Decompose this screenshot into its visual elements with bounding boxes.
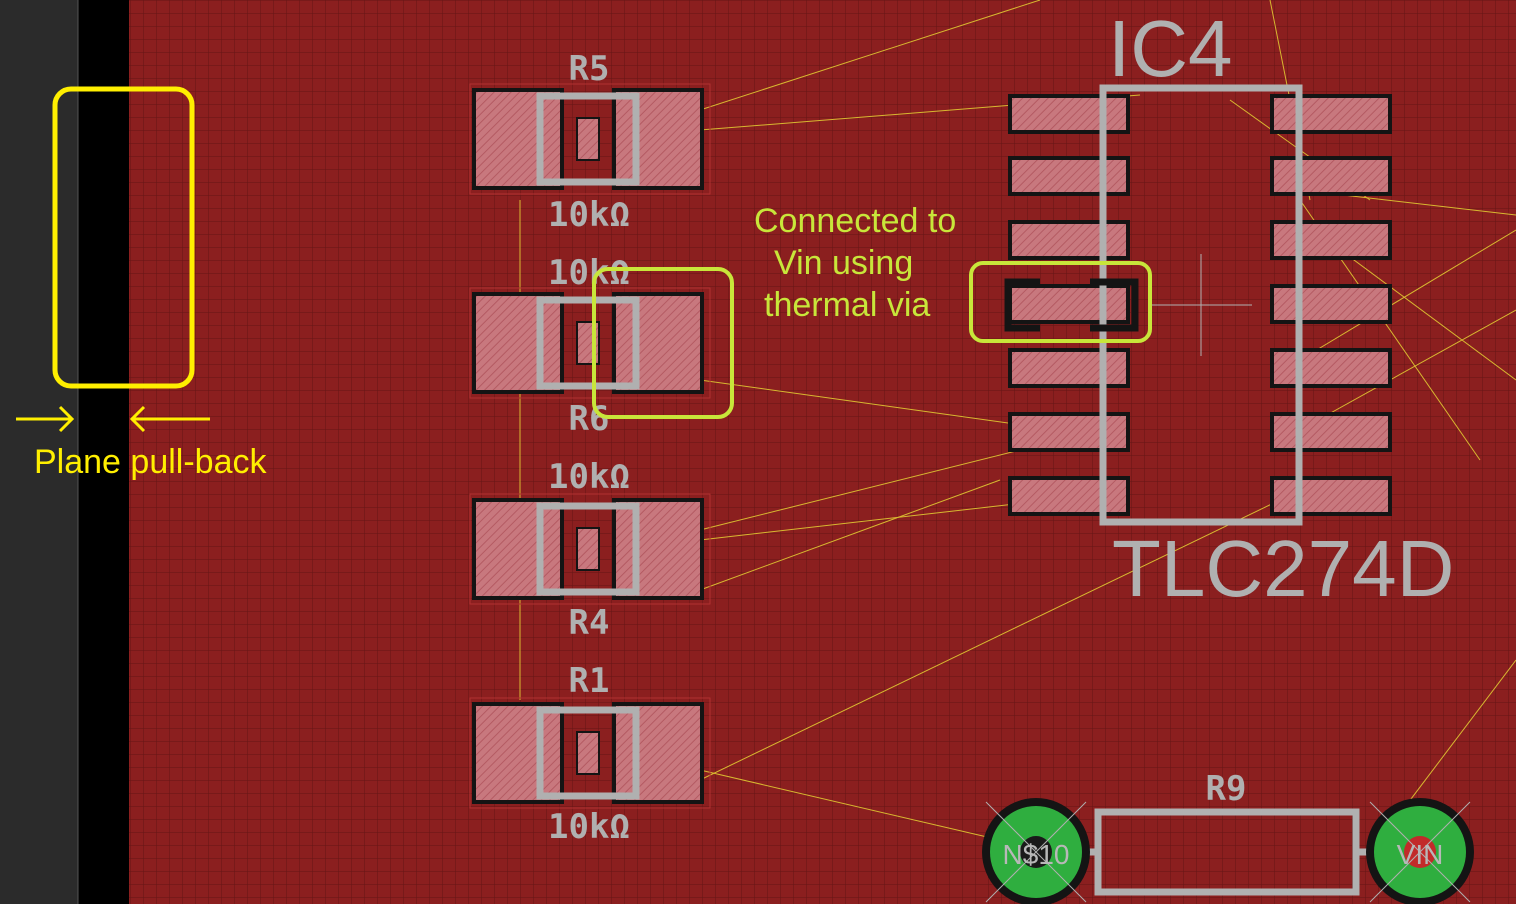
r9-pad-right[interactable]	[1366, 798, 1474, 904]
ic4-silkscreen-body	[1099, 84, 1303, 526]
ic4-name-label: IC4	[1108, 4, 1233, 93]
ic4-thermal-highlight-box	[969, 261, 1152, 343]
r9-name-label: R9	[1206, 769, 1247, 809]
thermal-annotation: Connected to Vin using thermal via	[592, 202, 1152, 419]
r6-thermal-highlight-box	[592, 267, 734, 419]
r6-name-label: R6	[569, 399, 610, 439]
resistor-r6[interactable]	[469, 287, 711, 399]
r9-pad-left[interactable]	[982, 798, 1090, 904]
r9-pad-left-net: N$10	[1003, 839, 1070, 870]
r4-name-label: R4	[569, 603, 610, 643]
ic4-package[interactable]	[1004, 84, 1392, 526]
resistor-r1[interactable]	[469, 697, 711, 809]
thermal-label-line3: thermal via	[764, 286, 930, 324]
r5-name-label: R5	[569, 49, 610, 89]
airwires	[519, 0, 1516, 841]
r1-value-label: 10kΩ	[548, 807, 630, 847]
board-edge-region	[0, 0, 78, 904]
r9-pad-right-net: VIN	[1397, 839, 1444, 870]
r1-name-label: R1	[569, 661, 610, 701]
resistor-r5[interactable]	[469, 83, 711, 195]
ic4-pads-right[interactable]	[1270, 94, 1392, 516]
thermal-label-line1: Connected to	[754, 202, 956, 240]
pullback-label: Plane pull-back	[34, 443, 267, 481]
r4-value-label: 10kΩ	[548, 457, 630, 497]
arrow-right-icon	[16, 405, 75, 433]
thermal-relief-marks	[1004, 278, 1139, 332]
r6-value-label: 10kΩ	[548, 253, 630, 293]
pullback-annotation: Plane pull-back	[16, 86, 267, 481]
ic4-pads-left[interactable]	[1008, 94, 1130, 516]
arrow-left-icon	[129, 405, 210, 433]
resistor-r4[interactable]	[469, 493, 711, 605]
r5-value-label: 10kΩ	[548, 195, 630, 235]
pullback-band	[78, 0, 129, 904]
pullback-highlight-box	[52, 86, 195, 389]
resistor-r9[interactable]	[982, 798, 1474, 904]
thermal-label-line2: Vin using	[774, 244, 913, 282]
ic4-value-label: TLC274D	[1112, 524, 1454, 613]
